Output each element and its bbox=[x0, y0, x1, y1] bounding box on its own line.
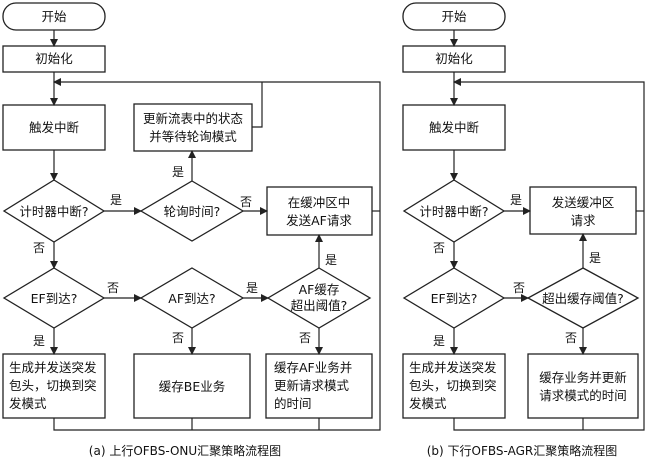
left-ef-label: EF到达? bbox=[31, 291, 78, 306]
right-cache-label-1: 缓存业务并更新 bbox=[539, 370, 627, 385]
left-afbuf-label-1: AF缓存 bbox=[299, 282, 340, 297]
left-no-label: 否 bbox=[33, 241, 45, 255]
right-cache-box bbox=[527, 353, 639, 419]
left-sendaf-label-2: 发送AF请求 bbox=[286, 213, 352, 228]
left-start-label: 开始 bbox=[41, 9, 67, 24]
left-sendaf-label-1: 在缓冲区中 bbox=[288, 195, 351, 210]
left-yes-label: 是 bbox=[33, 334, 45, 348]
left-connector bbox=[252, 82, 263, 128]
left-cacheaf-box bbox=[265, 353, 373, 419]
right-timer-label: 计时器中断? bbox=[419, 204, 488, 219]
left-timer-label: 计时器中断? bbox=[19, 204, 88, 219]
left-update-label-2: 并等待轮询模式 bbox=[149, 129, 237, 144]
left-yes-label: 是 bbox=[110, 193, 122, 207]
left-yes-label: 是 bbox=[325, 253, 337, 267]
right-init-box bbox=[402, 45, 506, 73]
right-yes-label: 是 bbox=[510, 193, 522, 207]
right-sendbuf-label-1: 发送缓冲区 bbox=[552, 195, 615, 210]
right-start-label: 开始 bbox=[441, 9, 467, 24]
left-cachebe-label: 缓存BE业务 bbox=[159, 379, 225, 394]
left-cacheaf-label-1: 缓存AF业务并 bbox=[274, 360, 352, 375]
right-overbuf-label: 超出缓存阈值? bbox=[542, 291, 624, 306]
left-cacheaf-label-2: 更新请求模式 bbox=[274, 378, 350, 393]
left-caption: (a) 上行OFBS-ONU汇聚策略流程图 bbox=[89, 443, 281, 458]
right-cache-label-2: 请求模式的时间 bbox=[539, 388, 627, 403]
left-gen-label-2: 包头，切换到突 bbox=[9, 378, 97, 393]
left-init-label: 初始化 bbox=[35, 51, 73, 66]
right-no-label: 否 bbox=[565, 331, 577, 345]
left-gen-label-3: 发模式 bbox=[9, 396, 47, 411]
left-update-box bbox=[133, 103, 253, 152]
right-init-label: 初始化 bbox=[435, 51, 473, 66]
left-no-label: 否 bbox=[107, 281, 119, 295]
right-yes-label: 是 bbox=[433, 334, 445, 348]
right-trigger-label: 触发中断 bbox=[429, 120, 479, 135]
right-gen-label-1: 生成并发送突发 bbox=[409, 360, 497, 375]
left-afbuf-label-2: 超出阈值? bbox=[291, 298, 348, 313]
right-flowchart: 开始 初始化 触发中断 计时器中断? 发送缓冲区 请求 EF到达? 超出缓存阈值… bbox=[402, 2, 645, 458]
left-poll-label: 轮询时间? bbox=[164, 204, 221, 219]
right-sendbuf-label-2: 请求 bbox=[570, 213, 596, 228]
left-cachebe-box bbox=[133, 353, 251, 419]
left-no-label: 否 bbox=[299, 331, 311, 345]
left-update-label-1: 更新流表中的状态 bbox=[143, 111, 243, 126]
left-no-label: 否 bbox=[172, 331, 184, 345]
right-return-loop bbox=[453, 78, 645, 431]
left-poll-diamond bbox=[139, 180, 245, 242]
left-flowchart: 开始 初始化 触发中断 更新流表中的状态 并等待轮询模式 计时器中断? 轮询时间… bbox=[2, 2, 381, 458]
right-yes-label: 是 bbox=[589, 251, 601, 265]
left-init-box bbox=[2, 45, 106, 73]
right-caption: (b) 下行OFBS-AGR汇聚策略流程图 bbox=[427, 443, 617, 458]
right-gen-label-3: 发模式 bbox=[409, 396, 447, 411]
left-yes-label: 是 bbox=[172, 165, 184, 179]
right-trigger-box bbox=[402, 104, 506, 151]
left-no-label: 否 bbox=[240, 195, 252, 209]
left-af-label: AF到达? bbox=[168, 291, 215, 306]
left-gen-label-1: 生成并发送突发 bbox=[9, 360, 97, 375]
left-yes-label: 是 bbox=[246, 281, 258, 295]
left-return-loop bbox=[53, 78, 381, 431]
right-no-label: 否 bbox=[433, 241, 445, 255]
left-cacheaf-label-3: 的时间 bbox=[274, 396, 312, 411]
left-trigger-label: 触发中断 bbox=[29, 120, 79, 135]
right-no-label: 否 bbox=[513, 281, 525, 295]
right-sendbuf-box bbox=[529, 186, 637, 235]
right-ef-label: EF到达? bbox=[431, 291, 478, 306]
right-gen-label-2: 包头，切换到突 bbox=[409, 378, 497, 393]
